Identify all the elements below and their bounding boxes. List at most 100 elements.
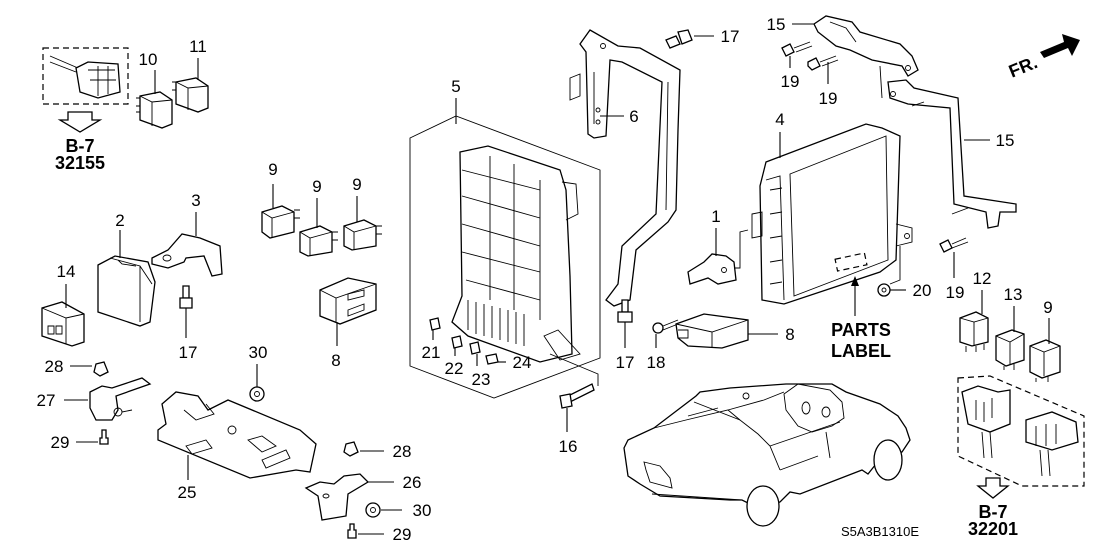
callout-4: 4 <box>775 110 784 129</box>
front-direction-indicator: FR. <box>1006 34 1080 82</box>
part-19-bolt-a[interactable]: 19 <box>781 41 813 91</box>
callout-5: 5 <box>451 77 460 96</box>
callout-30: 30 <box>413 501 432 520</box>
part-28-clip-a[interactable]: 28 <box>45 357 109 377</box>
callout-1: 1 <box>711 207 720 226</box>
connector-icon <box>49 55 121 99</box>
part-17-bolt-c[interactable]: 17 <box>616 299 635 372</box>
callout-30: 30 <box>249 343 268 362</box>
part-25-mounting-plate[interactable]: 25 <box>157 391 317 502</box>
part-14-bracket[interactable]: 15 <box>767 15 919 77</box>
part-4-ecu[interactable]: 4 <box>751 110 913 305</box>
part-13-unit[interactable]: 14 <box>41 262 85 347</box>
part-1-bracket[interactable]: 1 <box>687 207 749 285</box>
ref-section-label: B-7 <box>65 136 94 156</box>
part-17-bolt-a[interactable]: 17 <box>179 285 198 362</box>
part-24-fuse[interactable]: 24 <box>485 353 532 372</box>
part-5-fuse-box[interactable]: 5 <box>409 77 601 399</box>
callout-6: 6 <box>629 107 638 126</box>
callout-3: 3 <box>191 191 200 210</box>
part-6-bracket[interactable]: 6 <box>569 29 681 307</box>
callout-19: 19 <box>946 283 965 302</box>
part-20-nut[interactable]: 20 <box>877 246 932 300</box>
part-3-bracket[interactable]: 3 <box>151 191 223 277</box>
parts-label-text: PARTS <box>831 320 891 340</box>
callout-10: 10 <box>139 50 158 69</box>
part-9-relay-d[interactable]: 9 <box>1029 298 1061 382</box>
callout-2: 2 <box>115 211 124 230</box>
callout-9: 9 <box>1043 298 1052 317</box>
part-8-unit[interactable]: 8 <box>675 313 795 349</box>
callout-16: 16 <box>559 437 578 456</box>
callout-29: 29 <box>51 433 70 452</box>
callout-28: 28 <box>45 357 64 376</box>
part-30-nut-a[interactable]: 30 <box>249 343 268 402</box>
callout-19: 19 <box>819 89 838 108</box>
callout-29: 29 <box>393 525 412 544</box>
callout-17: 17 <box>179 343 198 362</box>
part-23-fuse[interactable]: 23 <box>469 341 491 389</box>
part-28-clip-b[interactable]: 28 <box>343 441 412 461</box>
part-10-relay-a[interactable]: 10 <box>136 50 173 129</box>
ref-section-label: B-7 <box>978 502 1007 522</box>
part-2-control-unit[interactable]: 2 <box>97 211 156 327</box>
part-18-screw[interactable]: 18 <box>647 319 679 372</box>
callout-8: 8 <box>785 325 794 344</box>
callout-13: 14 <box>57 262 76 281</box>
connector-group-32155[interactable]: B-7 32155 <box>42 47 129 173</box>
part-19-bolt-c[interactable]: 19 <box>939 237 969 302</box>
front-arrow-icon <box>1040 34 1080 58</box>
callout-11: 12 <box>973 269 992 288</box>
callout-9: 9 <box>312 177 321 196</box>
part-26-bracket[interactable]: 26 <box>304 473 422 521</box>
connector-group-32201[interactable]: B-7 32201 <box>957 375 1085 539</box>
reference-arrow-icon <box>57 111 103 133</box>
part-17-bolt-b[interactable]: 17 <box>665 27 740 49</box>
callout-27: 27 <box>37 391 56 410</box>
diagram-code: S5A3B1310E <box>841 524 919 539</box>
parts-label-text: LABEL <box>831 341 891 361</box>
part-16-bolt[interactable]: 16 <box>549 353 599 456</box>
connector-icon <box>961 385 1079 477</box>
callout-25: 25 <box>178 483 197 502</box>
part-15-bracket[interactable]: 15 <box>879 65 1017 229</box>
part-21-fuse[interactable]: 21 <box>422 317 441 362</box>
part-12-relay[interactable]: 13 <box>995 285 1025 370</box>
callout-9: 9 <box>352 175 361 194</box>
part-9-relay-b[interactable]: 9 <box>299 177 338 257</box>
vehicle-location-drawing <box>623 383 911 527</box>
callout-23: 23 <box>472 370 491 389</box>
callout-14: 15 <box>767 15 786 34</box>
callout-20: 20 <box>913 281 932 300</box>
callout-19: 19 <box>781 72 800 91</box>
callout-17: 17 <box>721 27 740 46</box>
part-11-relay[interactable]: 12 <box>959 269 992 352</box>
callout-22: 22 <box>445 359 464 378</box>
part-7-relay-unit[interactable]: 8 <box>319 277 377 370</box>
part-9-relay-a[interactable]: 9 <box>261 160 300 239</box>
callout-7: 8 <box>331 351 340 370</box>
reference-arrow-icon <box>976 477 1010 499</box>
callout-9: 9 <box>268 160 277 179</box>
callout-10: 11 <box>189 37 207 56</box>
callout-12: 13 <box>1004 285 1023 304</box>
ref-group-label: 32155 <box>55 153 105 173</box>
part-22-fuse[interactable]: 22 <box>445 335 464 378</box>
fr-label: FR. <box>1006 52 1040 81</box>
part-9-relay-c[interactable]: 9 <box>343 175 382 251</box>
callout-24: 24 <box>513 353 532 372</box>
callout-17: 17 <box>616 353 635 372</box>
callout-26: 26 <box>403 473 422 492</box>
callout-28: 28 <box>393 442 412 461</box>
callout-15: 15 <box>996 131 1015 150</box>
part-19-bolt-b[interactable]: 19 <box>807 55 839 108</box>
callout-18: 18 <box>647 353 666 372</box>
part-10-relay-b[interactable]: 11 <box>172 37 209 113</box>
callout-21: 21 <box>422 343 441 362</box>
parts-label-callout: PARTS LABEL <box>831 276 891 361</box>
part-30-nut-b[interactable]: 30 <box>365 501 432 520</box>
part-29-screw-b[interactable]: 29 <box>347 523 412 544</box>
part-27-bracket[interactable]: 27 <box>37 377 152 421</box>
part-29-screw-a[interactable]: 29 <box>51 429 109 452</box>
